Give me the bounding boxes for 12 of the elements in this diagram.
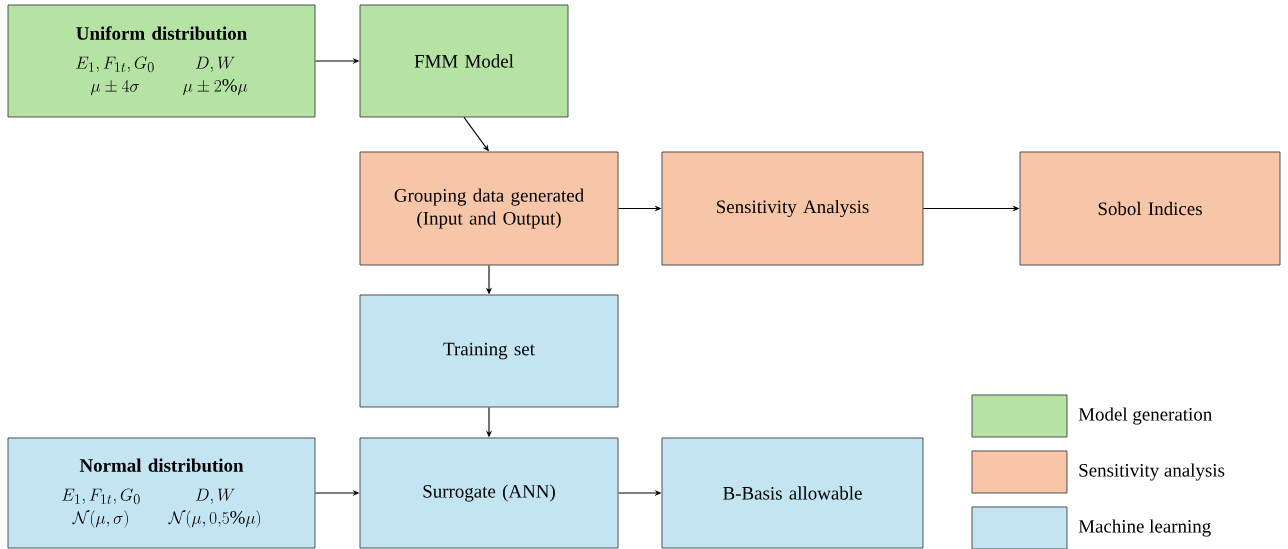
process-box: Sobol Indices — [1019, 151, 1281, 266]
process-box: Training set — [359, 294, 619, 408]
legend-label: Machine learning — [1078, 519, 1211, 537]
process-box: FMM Model — [359, 4, 569, 118]
legend-label: Model generation — [1078, 407, 1212, 425]
process-box: B-Basis allowable — [661, 437, 924, 549]
process-box: Surrogate (ANN) — [359, 437, 619, 549]
distribution-box: Normal distribution $E_{1}, F_{1t}, G_{0}$ $D, W$ $\mathcal{N}(\mu, \sigma)$ $\mathcal{N}(\mu, 0{,}5\%\mu)$ — [7, 437, 316, 549]
distribution-box: Uniform distribution $E_{1}, F_{1t}, G_{0}$ $D, W$ $\mu \pm 4\sigma$ $\mu \pm 2\%\mu$ — [7, 4, 316, 118]
process-box: Grouping data generated (Input and Output) — [359, 151, 619, 266]
legend-label: Sensitivity analysis — [1079, 463, 1225, 481]
process-box: Sensitivity Analysis — [661, 151, 924, 266]
